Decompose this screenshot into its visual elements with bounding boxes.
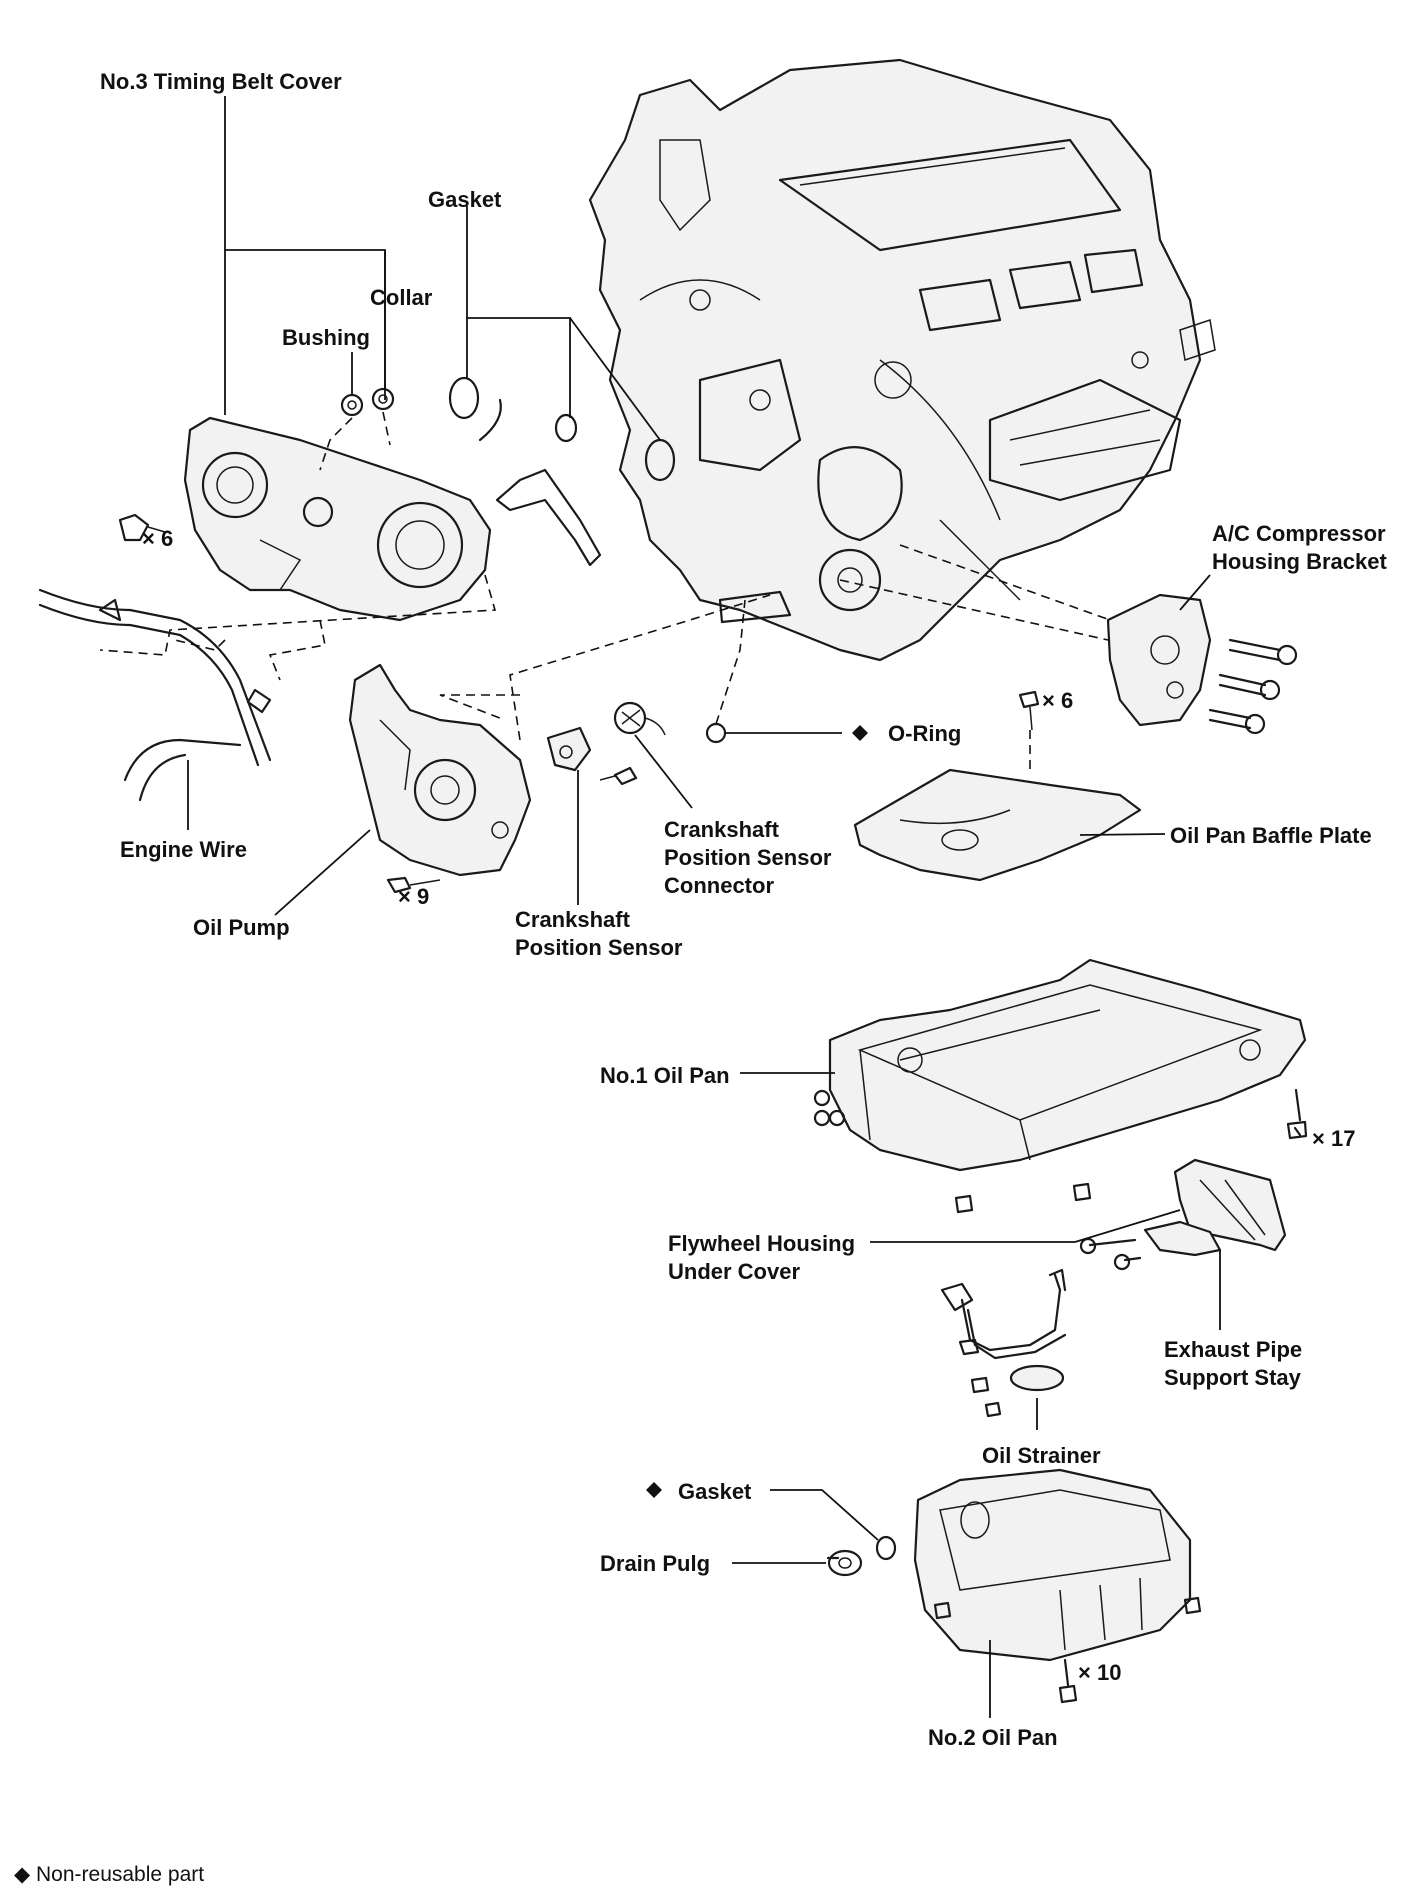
mult-pan2-bolts: × 10 <box>1078 1660 1122 1685</box>
engine-assembly <box>588 58 1216 662</box>
label-gasket-drain: Gasket <box>678 1479 752 1504</box>
label-no2-oil-pan: No.2 Oil Pan <box>928 1725 1058 1750</box>
label-collar: Collar <box>370 285 433 310</box>
mult-baffle-bolts: × 6 <box>1042 688 1074 713</box>
bolt-glyphs <box>1293 1126 1302 1137</box>
o-ring-part <box>705 722 727 744</box>
label-baffle-plate: Oil Pan Baffle Plate <box>1170 823 1372 848</box>
ckp-sensor-part <box>546 726 638 786</box>
ac-bracket-line-2: Housing Bracket <box>1212 549 1387 574</box>
label-oil-pump: Oil Pump <box>193 915 290 940</box>
drain-plug-part <box>826 1549 863 1577</box>
exhaust-stay-line-2: Support Stay <box>1164 1365 1301 1390</box>
label-no1-oil-pan: No.1 Oil Pan <box>600 1063 730 1088</box>
ckp-connector-line-1: Crankshaft <box>664 817 779 842</box>
label-drain-plug: Drain Pulg <box>600 1551 711 1576</box>
non-reusable-markers <box>646 725 868 1498</box>
no2-oil-pan-part <box>913 1468 1202 1704</box>
legend-symbol: ◆ <box>14 1863 31 1886</box>
label-engine-wire: Engine Wire <box>120 837 247 862</box>
label-ac-bracket: A/C Compressor Housing Bracket <box>1212 520 1387 576</box>
label-flywheel-cover: Flywheel Housing Under Cover <box>668 1230 855 1286</box>
mult-pump-bolts: × 9 <box>398 884 430 909</box>
ckp-connector-line-3: Connector <box>664 873 774 898</box>
label-bushing: Bushing <box>282 325 370 350</box>
drain-gasket-part <box>875 1535 897 1561</box>
label-oil-strainer: Oil Strainer <box>982 1443 1101 1468</box>
label-ckp-sensor: Crankshaft Position Sensor <box>515 906 682 962</box>
oil-strainer-part <box>940 1268 1067 1418</box>
engine-wire-part <box>38 588 272 802</box>
exhaust-stay-line-1: Exhaust Pipe <box>1164 1337 1303 1362</box>
mult-cover-bolts: × 6 <box>142 526 174 551</box>
ckp-connector-line-2: Position Sensor <box>664 845 832 870</box>
ac-bracket-line-1: A/C Compressor <box>1212 521 1386 546</box>
oil-pump-part <box>348 663 532 894</box>
label-timing-belt-cover: No.3 Timing Belt Cover <box>100 69 342 94</box>
mult-pan1-bolts: × 17 <box>1312 1126 1356 1151</box>
ckp-sensor-line-1: Crankshaft <box>515 907 630 932</box>
baffle-plate-part <box>853 690 1142 882</box>
legend-text: Non-reusable part <box>36 1863 205 1886</box>
flywheel-cover-part <box>1173 1158 1287 1252</box>
assembly-dashed-lines <box>99 411 1111 770</box>
flywheel-cover-line-2: Under Cover <box>668 1259 801 1284</box>
label-exhaust-stay: Exhaust Pipe Support Stay <box>1164 1336 1302 1392</box>
exhaust-stay-part <box>1079 1220 1222 1271</box>
ac-bracket-part <box>1106 593 1298 735</box>
no1-oil-pan-part <box>813 958 1308 1214</box>
timing-belt-cover-part <box>118 416 602 622</box>
ckp-connector-part <box>613 701 666 736</box>
flywheel-cover-line-1: Flywheel Housing <box>668 1231 856 1256</box>
label-o-ring: O-Ring <box>888 721 962 746</box>
label-gasket-top: Gasket <box>428 187 502 212</box>
label-ckp-connector: Crankshaft Position Sensor Connector <box>664 816 831 900</box>
legend: ◆ Non-reusable part <box>14 1862 204 1887</box>
ckp-sensor-line-2: Position Sensor <box>515 935 683 960</box>
leader-lines <box>187 96 1221 1718</box>
